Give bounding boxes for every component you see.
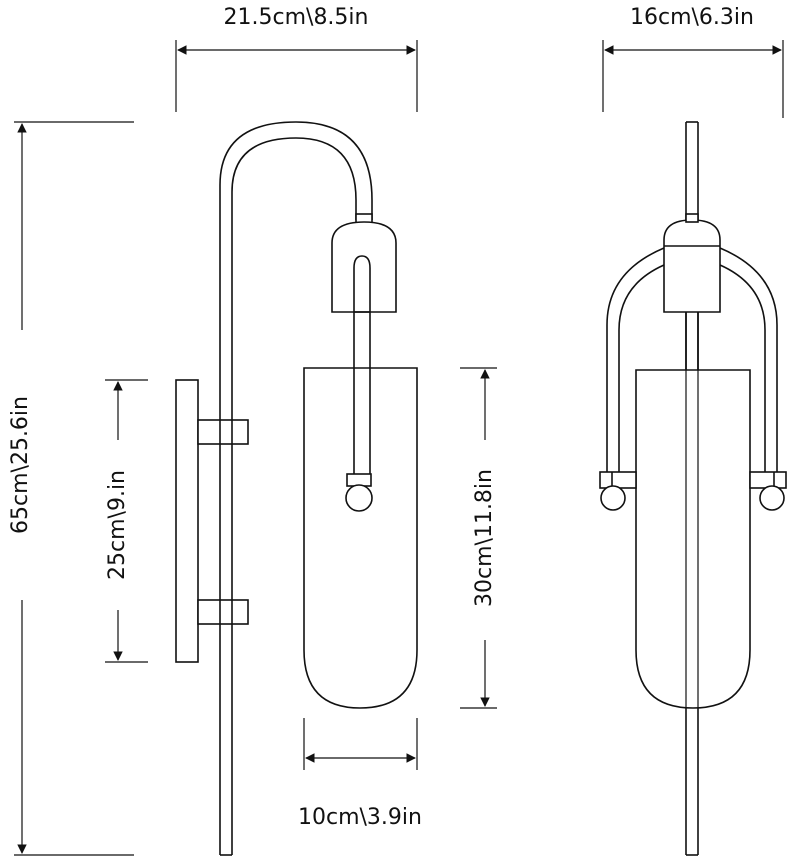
left-arm-inner — [618, 264, 665, 472]
front-socket-housing — [663, 219, 721, 313]
shade-width-label: 10cm\3.9in — [298, 805, 422, 830]
backplate-height-dimension: 25cm\9.in — [105, 379, 148, 663]
front-width-dimension: 16cm\6.3in — [602, 5, 784, 118]
bulb-rod — [353, 255, 371, 475]
right-bulb — [759, 485, 785, 511]
bulb — [345, 484, 373, 512]
total-height-dimension: 65cm\25.6in — [8, 121, 134, 856]
side-view-lamp — [175, 121, 418, 856]
right-bulb-holder — [749, 471, 787, 489]
total-height-label: 65cm\25.6in — [8, 396, 33, 534]
upper-bracket — [197, 419, 249, 445]
glass-shade — [303, 367, 418, 709]
arm-outer — [219, 121, 373, 855]
lower-bracket — [197, 599, 249, 625]
left-bulb — [600, 485, 626, 511]
side-width-label: 21.5cm\8.5in — [224, 5, 369, 30]
shade-height-label: 30cm\11.8in — [472, 469, 497, 607]
front-glass-shade — [635, 369, 751, 709]
shade-height-dimension: 30cm\11.8in — [460, 367, 497, 709]
front-width-label: 16cm\6.3in — [630, 5, 754, 30]
right-arm-inner — [719, 264, 766, 472]
front-view-lamp — [599, 121, 787, 856]
backplate — [175, 379, 199, 663]
side-width-dimension: 21.5cm\8.5in — [175, 5, 418, 112]
right-arm-outer — [719, 247, 778, 472]
backplate-height-label: 25cm\9.in — [105, 470, 130, 580]
left-bulb-holder — [599, 471, 637, 489]
left-arm-outer — [606, 247, 665, 472]
shade-width-dimension: 10cm\3.9in — [298, 718, 422, 830]
arm-inner — [231, 137, 357, 855]
socket-housing — [331, 221, 397, 313]
